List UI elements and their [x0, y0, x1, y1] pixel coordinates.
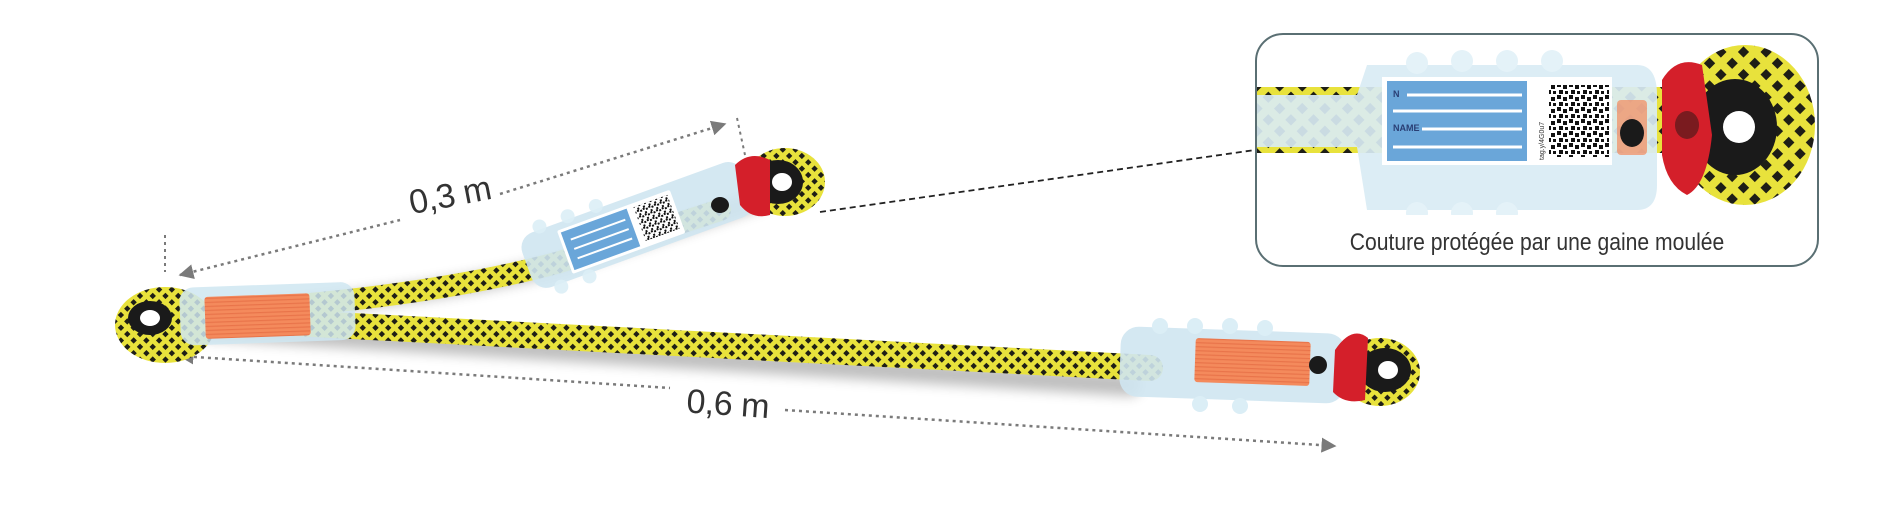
- dimension-line-short: [164, 117, 746, 280]
- long-arm-eye: [1333, 333, 1420, 406]
- qr-code: [1549, 85, 1609, 157]
- long-arm-termination: [1119, 318, 1420, 414]
- qr-code-text: tag.y/4G0u7: [1539, 122, 1546, 160]
- common-end-eye: [114, 282, 356, 364]
- dimension-line-long: [178, 349, 1337, 453]
- dimension-label-long: 0,6 m: [679, 382, 777, 428]
- tag-field-name: NAME: [1393, 123, 1420, 133]
- zoom-leader-line: [819, 149, 1256, 213]
- short-arm-termination: [521, 148, 825, 294]
- zoom-caption: Couture protégée par une gaine moulée: [1349, 229, 1725, 256]
- zoom-thimble-eye: [1620, 45, 1815, 205]
- short-arm-eye: [711, 148, 825, 217]
- zoom-detail-illustration: N NAME tag.y/4G0u7: [1257, 45, 1815, 215]
- zoom-detail-inset: N NAME tag.y/4G0u7 Couture protégée par …: [1255, 33, 1819, 267]
- zoom-id-tag: N NAME tag.y/4G0u7: [1382, 77, 1647, 165]
- common-end-sleeve: [179, 282, 356, 346]
- tag-field-n: N: [1393, 89, 1400, 99]
- long-rope-arm: [187, 305, 1163, 381]
- id-tag-small: [557, 190, 685, 274]
